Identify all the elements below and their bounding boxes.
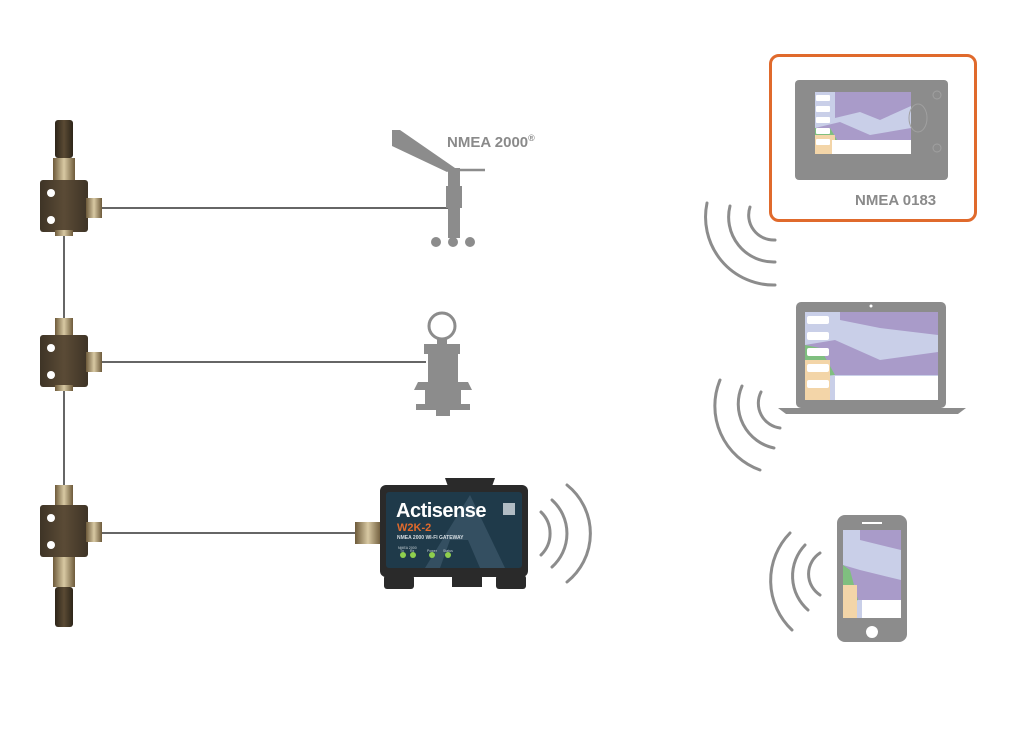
registered-mark: ® (528, 133, 535, 143)
led-label-rx: Rx (410, 549, 415, 553)
wind-vane-icon (392, 130, 485, 247)
led-label-power: Power (427, 549, 437, 553)
nmea2000-text: NMEA 2000 (447, 134, 529, 151)
chartplotter-device (795, 80, 948, 180)
gateway-model: W2K-2 (397, 522, 432, 534)
led-power (429, 552, 435, 558)
nmea2000-label: NMEA 2000® (447, 133, 535, 151)
through-hull-transducer-icon (414, 311, 472, 416)
smartphone-device (837, 515, 907, 642)
tee-connector-icon (40, 485, 102, 587)
led-status (445, 552, 451, 558)
nmea0183-label: NMEA 0183 (855, 192, 937, 209)
led-label-status: Status (443, 549, 453, 553)
led-tx (400, 552, 406, 558)
tee-connector-icon (40, 318, 102, 391)
wifi-signal-icon (713, 378, 782, 472)
wifi-signal-icon (769, 531, 822, 632)
wifi-signal-icon (539, 483, 592, 584)
highlighted-client-frame (769, 54, 977, 222)
led-group-label: NMEA 2000 (398, 546, 417, 550)
gateway-brand: Actisense (396, 500, 487, 522)
laptop-device (778, 302, 966, 414)
wifi-gateway-device (355, 478, 528, 589)
led-label-tx: Tx (400, 549, 404, 553)
tee-connector-icon (40, 180, 102, 236)
wifi-signal-icon (704, 201, 777, 287)
bottom-terminator-icon (55, 587, 73, 627)
led-rx (410, 552, 416, 558)
top-terminator-icon (53, 120, 75, 180)
gateway-subtitle: NMEA 2000 WI-FI GATEWAY (397, 535, 464, 541)
